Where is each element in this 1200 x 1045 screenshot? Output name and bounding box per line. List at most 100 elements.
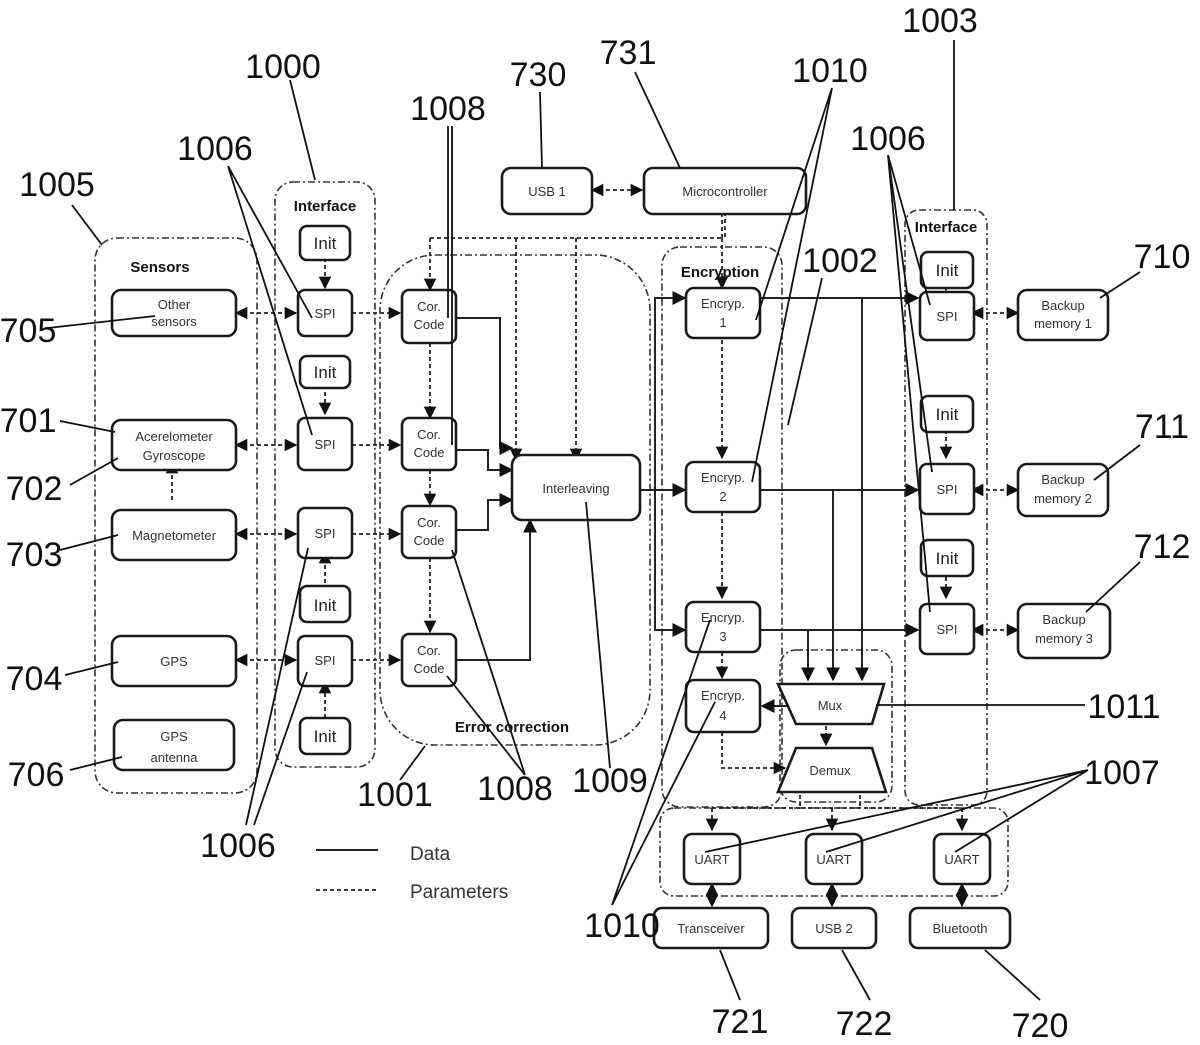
svg-text:Mux: Mux [818,698,843,713]
spi-block: SPI [296,288,354,338]
svg-text:3: 3 [719,629,726,644]
microcontroller-block: Microcontroller [642,166,808,216]
svg-text:Cor.: Cor. [417,515,441,530]
cor-code-block: Cor. Code [400,504,458,560]
param-line [721,732,787,775]
ref-722: 722 [836,1005,893,1043]
usb2-block: USB 2 [790,906,878,950]
uart-block: UART [932,832,992,886]
data-line [654,490,687,637]
svg-text:antenna: antenna [151,750,199,765]
data-line [640,291,687,491]
init-block: Init [919,250,975,290]
svg-text:Init: Init [936,261,959,280]
svg-text:Encryp.: Encryp. [701,296,745,311]
svg-text:SPI: SPI [937,622,958,637]
svg-text:Init: Init [314,363,337,382]
svg-text:Magnetometer: Magnetometer [132,528,216,543]
init-block: Init [919,394,975,434]
cor-code-block: Cor.Code [400,288,458,345]
data-line [456,317,514,455]
encryp-2-block: Encryp. 2 [684,460,762,514]
accelerometer-gyroscope-block: Acerelometer Gyroscope [110,418,238,472]
svg-text:Demux: Demux [809,763,851,778]
svg-text:Backup: Backup [1041,298,1084,313]
svg-text:Backup: Backup [1041,472,1084,487]
interface-left-group [274,181,376,768]
spi-block: SPI [918,462,976,516]
ref-1006-top-left: 1006 [177,130,253,168]
svg-text:Cor.: Cor. [417,643,441,658]
ref-703: 703 [6,536,63,574]
spi-block: SPI [296,634,354,688]
init-block: Init [298,716,352,756]
svg-text:4: 4 [719,708,726,723]
ref-1007: 1007 [1084,754,1160,792]
svg-text:UART: UART [816,852,851,867]
svg-text:memory 1: memory 1 [1034,316,1092,331]
svg-text:SPI: SPI [315,437,336,452]
svg-text:Cor.: Cor. [417,427,441,442]
demux-block: Demux [776,746,888,794]
svg-text:2: 2 [719,489,726,504]
ref-1011: 1011 [1087,688,1160,726]
ref-1006-bottom: 1006 [200,827,276,865]
init-block: Init [919,538,975,578]
usb1-block: USB 1 [500,166,594,216]
svg-text:Init: Init [314,727,337,746]
svg-text:SPI: SPI [315,306,336,321]
ref-1008-top: 1008 [410,90,486,128]
sensors-group [94,237,258,794]
transceiver-block: Transceiver [652,906,770,950]
init-block: Init [298,224,352,262]
svg-text:GPS: GPS [160,654,188,669]
sensors-group-title: Sensors [130,259,189,276]
ref-1005: 1005 [19,166,95,204]
svg-text:Encryp.: Encryp. [701,470,745,485]
spi-block: SPI [296,416,354,472]
svg-text:Encryp.: Encryp. [701,610,745,625]
ref-702: 702 [6,470,63,508]
ref-1002: 1002 [802,242,878,280]
svg-text:Acerelometer: Acerelometer [135,429,213,444]
error-correction-group [379,254,651,746]
svg-text:Init: Init [936,405,959,424]
ref-1003: 1003 [902,2,978,40]
svg-text:memory 2: memory 2 [1034,491,1092,506]
mux-group [779,649,893,803]
encryp-1-block: Encryp. 1 [684,286,762,340]
init-block: Init [298,584,352,624]
svg-text:Code: Code [413,533,444,548]
svg-text:SPI: SPI [315,653,336,668]
ref-705: 705 [0,312,56,350]
svg-text:SPI: SPI [315,526,336,541]
ref-711: 711 [1135,408,1189,446]
legend: Data Parameters [316,844,508,903]
ref-1009: 1009 [572,762,648,800]
spi-block: SPI [918,290,976,342]
svg-text:Gyroscope: Gyroscope [143,448,206,463]
svg-text:1: 1 [719,315,726,330]
svg-text:USB 2: USB 2 [815,921,853,936]
interface-right-group [904,209,988,806]
svg-text:Code: Code [413,445,444,460]
ref-701: 701 [0,402,56,440]
uart-block: UART [682,832,742,886]
legend-data-label: Data [410,844,451,865]
encryp-4-block: Encryp.4 [684,678,762,734]
svg-text:Other: Other [158,297,191,312]
interface-left-group-title: Interface [294,198,357,215]
svg-text:Bluetooth: Bluetooth [933,921,988,936]
gps-block: GPS [110,634,238,688]
ref-1010-top: 1010 [792,52,868,90]
backup-memory-2-block: Backup memory 2 [1016,462,1110,518]
ref-1001: 1001 [357,776,433,814]
interleaving-block: Interleaving [510,453,642,522]
init-block: Init [298,354,352,390]
ref-730: 730 [510,56,567,94]
cor-code-block: Cor.Code [400,632,458,688]
svg-text:sensors: sensors [151,314,197,329]
svg-text:SPI: SPI [937,309,958,324]
